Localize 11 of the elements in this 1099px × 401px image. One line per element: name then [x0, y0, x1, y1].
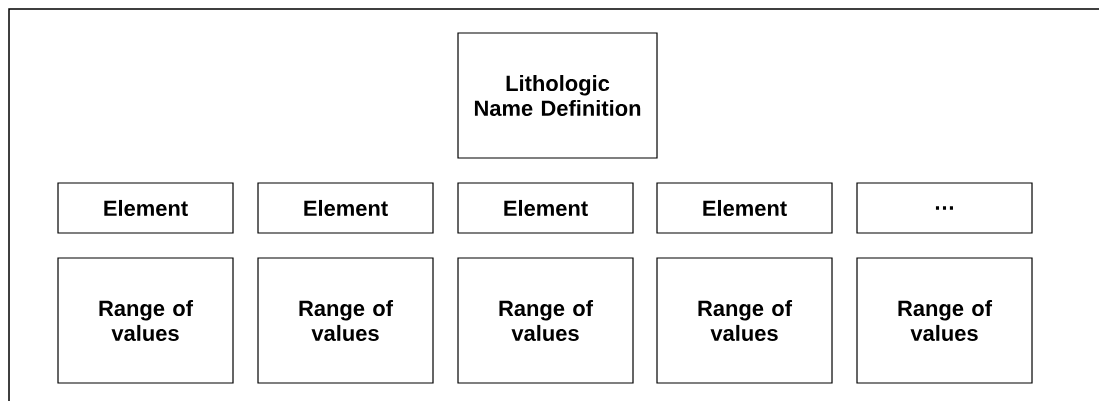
element-box: Element [656, 182, 833, 234]
range-box: Range of values [57, 257, 234, 384]
element-box: … [856, 182, 1033, 234]
element-box: Element [457, 182, 634, 234]
range-box: Range of values [856, 257, 1033, 384]
element-box: Element [57, 182, 234, 234]
title-box: Lithologic Name Definition [457, 32, 658, 159]
range-box: Range of values [656, 257, 833, 384]
range-box: Range of values [457, 257, 634, 384]
element-box: Element [257, 182, 434, 234]
range-box: Range of values [257, 257, 434, 384]
